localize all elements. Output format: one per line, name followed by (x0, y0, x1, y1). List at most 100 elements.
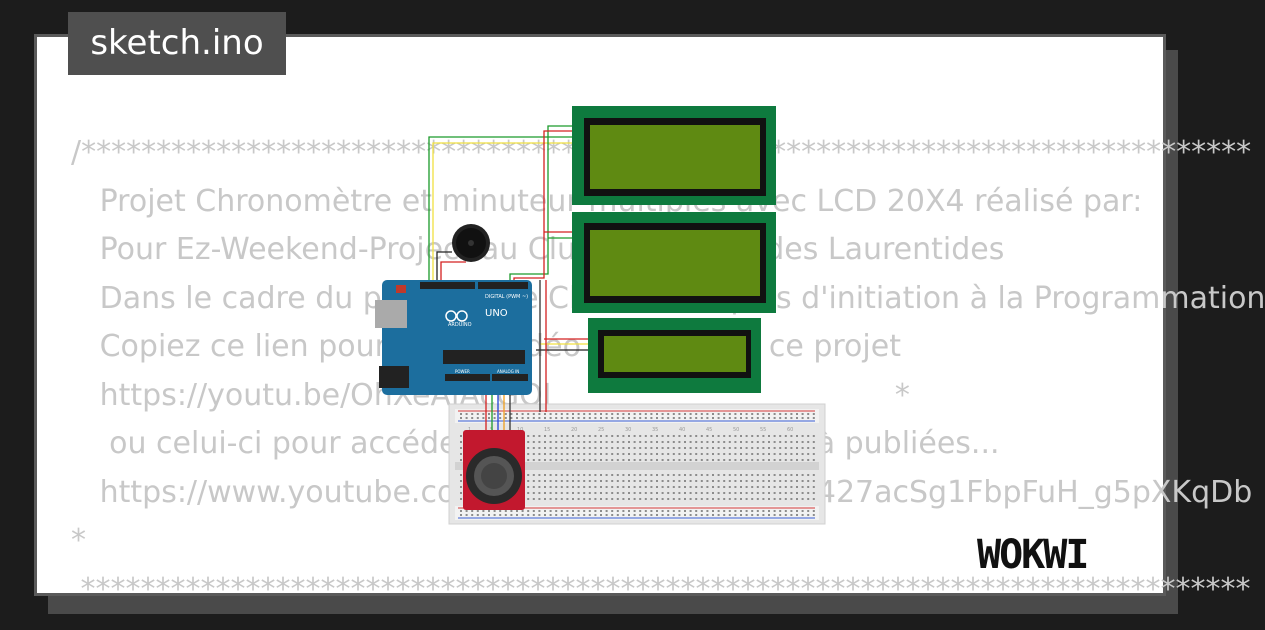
breadboard-hole (762, 480, 765, 482)
breadboard-hole (555, 417, 558, 419)
breadboard-hole (784, 459, 787, 461)
breadboard-hole (594, 498, 597, 500)
breadboard-hole (600, 514, 602, 516)
breadboard-hole (790, 453, 793, 455)
breadboard-hole (667, 453, 670, 455)
breadboard-hole (611, 510, 614, 512)
breadboard-hole (745, 492, 748, 494)
breadboard-hole (644, 498, 647, 500)
breadboard-hole (650, 459, 653, 461)
breadboard-hole (628, 447, 630, 449)
breadboard-hole (678, 480, 681, 482)
breadboard-hole (689, 510, 692, 512)
breadboard-hole (689, 480, 692, 482)
breadboard-hole (605, 447, 608, 449)
breadboard-hole (549, 474, 552, 476)
breadboard-hole (544, 435, 546, 437)
breadboard-hole (549, 510, 552, 512)
breadboard-hole (756, 510, 759, 512)
breadboard-hole (549, 441, 552, 443)
breadboard-hole (672, 441, 675, 443)
breadboard-hole (460, 417, 462, 419)
breadboard-hole (807, 480, 810, 482)
breadboard-hole (762, 459, 765, 461)
breadboard-hole (773, 492, 776, 494)
breadboard-hole (538, 441, 541, 443)
breadboard-hole (577, 417, 580, 419)
breadboard-hole (672, 435, 675, 437)
breadboard-hole (538, 474, 541, 476)
breadboard-col-label: 60 (787, 427, 793, 433)
breadboard-hole (633, 514, 636, 516)
breadboard-hole (656, 480, 658, 482)
breadboard-hole (672, 413, 675, 415)
breadboard-hole (549, 417, 552, 419)
breadboard-hole (728, 441, 731, 443)
breadboard-hole (644, 447, 647, 449)
breadboard-hole (605, 480, 608, 482)
breadboard-hole (723, 435, 726, 437)
breadboard-hole (639, 417, 642, 419)
breadboard-hole (762, 498, 765, 500)
breadboard-hole (773, 459, 776, 461)
breadboard-hole (661, 459, 664, 461)
breadboard-hole (611, 413, 614, 415)
breadboard-hole (672, 480, 675, 482)
breadboard-hole (784, 474, 787, 476)
breadboard-hole (588, 453, 591, 455)
breadboard-hole (695, 480, 698, 482)
breadboard-hole (488, 413, 490, 415)
breadboard-hole (611, 498, 614, 500)
breadboard-hole (712, 514, 714, 516)
breadboard-hole (583, 459, 586, 461)
breadboard-hole (476, 510, 479, 512)
breadboard-hole (482, 514, 485, 516)
breadboard-hole (773, 498, 776, 500)
breadboard-hole (460, 413, 462, 415)
breadboard-hole (499, 510, 502, 512)
breadboard-hole (577, 480, 580, 482)
breadboard-hole (661, 447, 664, 449)
breadboard-hole (516, 510, 518, 512)
breadboard-hole (717, 459, 720, 461)
breadboard-hole (796, 498, 798, 500)
breadboard-hole (482, 413, 485, 415)
breadboard-hole (594, 492, 597, 494)
breadboard-hole (689, 417, 692, 419)
breadboard-hole (605, 417, 608, 419)
breadboard-hole (745, 447, 748, 449)
breadboard-hole (801, 480, 804, 482)
breadboard-hole (768, 514, 770, 516)
breadboard-hole (784, 447, 787, 449)
breadboard-hole (572, 492, 574, 494)
breadboard-hole (616, 510, 619, 512)
breadboard-hole (779, 474, 782, 476)
breadboard-hole (555, 492, 558, 494)
breadboard-hole (695, 417, 698, 419)
breadboard-hole (678, 453, 681, 455)
breadboard-hole (460, 447, 462, 449)
breadboard-hole (633, 486, 636, 488)
breadboard-hole (768, 480, 770, 482)
breadboard-hole (700, 498, 703, 500)
breadboard-hole (756, 453, 759, 455)
file-tab[interactable]: sketch.ino (68, 12, 286, 75)
breadboard-hole (756, 459, 759, 461)
breadboard-hole (678, 486, 681, 488)
breadboard-hole (577, 498, 580, 500)
breadboard-hole (583, 441, 586, 443)
breadboard-hole (745, 459, 748, 461)
breadboard-hole (751, 492, 754, 494)
breadboard-hole (538, 447, 541, 449)
breadboard-hole (577, 413, 580, 415)
breadboard-hole (628, 474, 630, 476)
breadboard-hole (532, 413, 535, 415)
breadboard-hole (644, 435, 647, 437)
breadboard-hole (544, 514, 546, 516)
breadboard-hole (706, 417, 709, 419)
breadboard-hole (639, 474, 642, 476)
breadboard-hole (499, 413, 502, 415)
breadboard-hole (723, 413, 726, 415)
breadboard-hole (801, 447, 804, 449)
breadboard-hole (499, 514, 502, 516)
